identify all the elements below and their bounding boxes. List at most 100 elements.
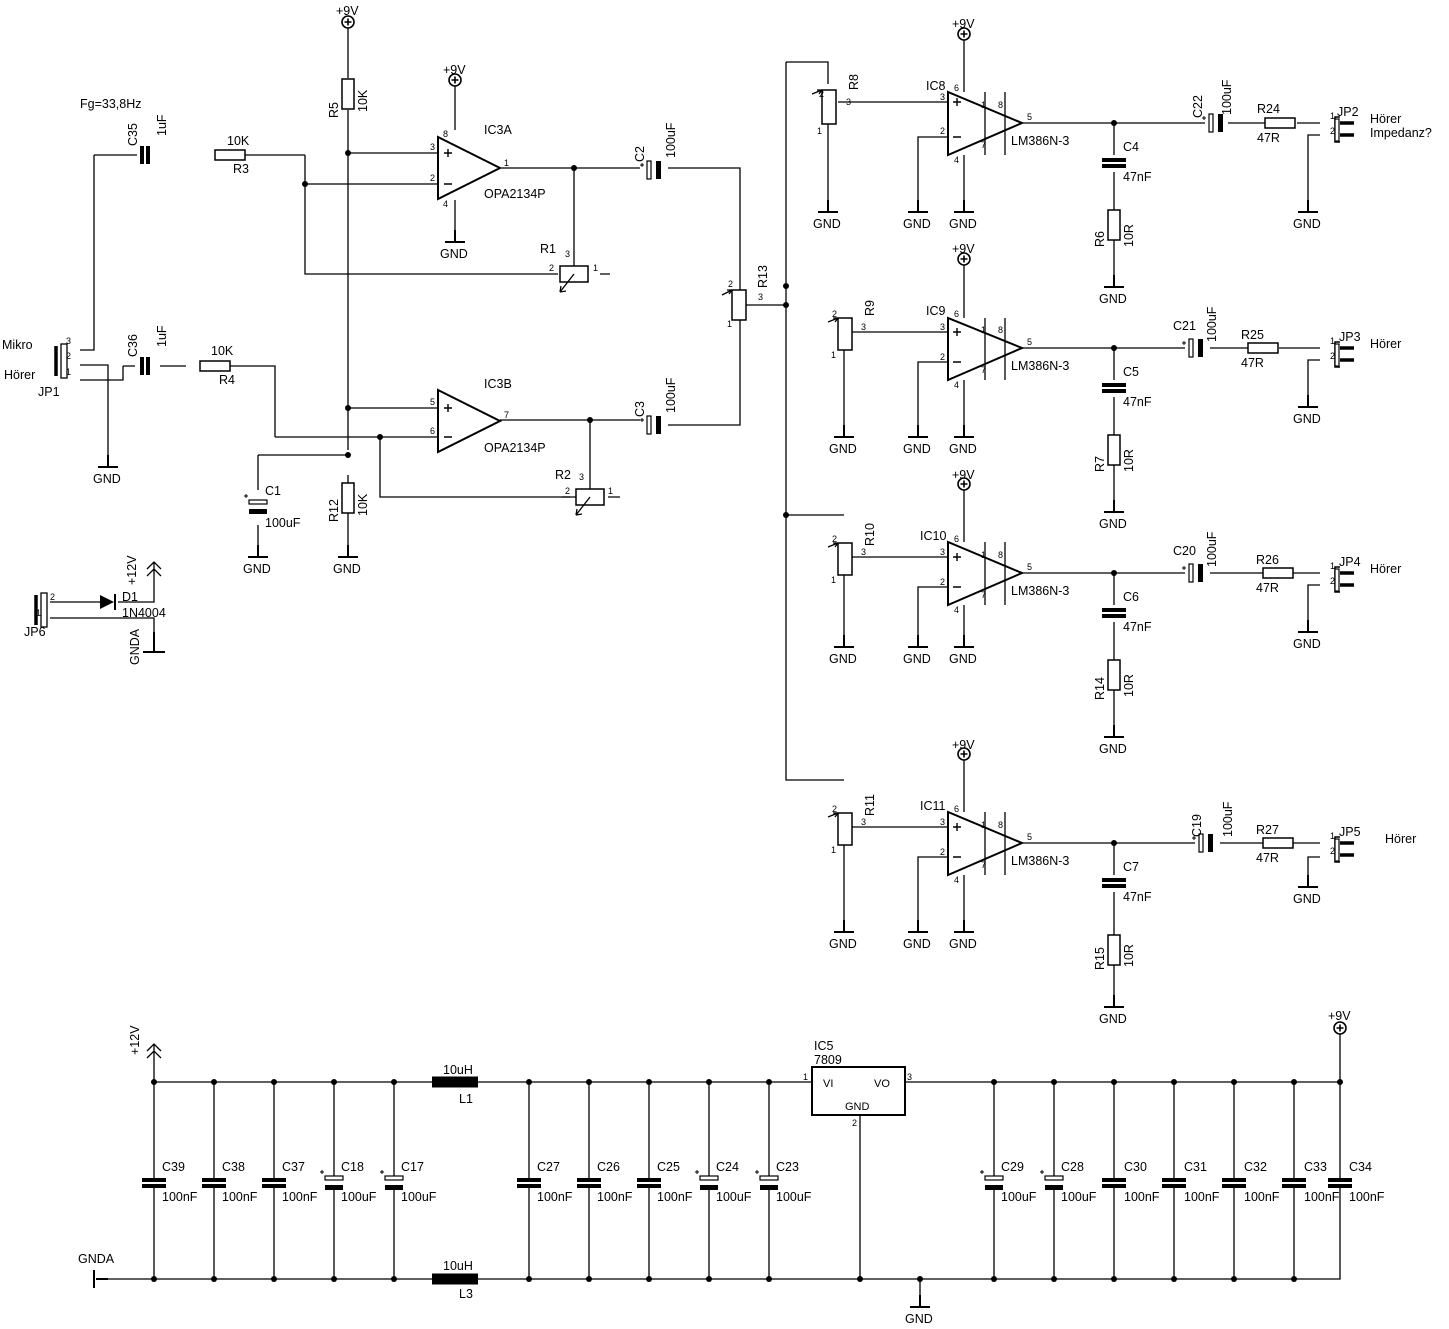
pin-number: 1 <box>66 367 71 377</box>
pin-number: 1 <box>831 845 836 855</box>
part-label: R12 <box>327 499 341 522</box>
value-label: 100uF <box>1220 79 1234 115</box>
pin-number: 2 <box>819 89 824 99</box>
gnd-label: GND <box>440 247 468 261</box>
gnd-label: GND <box>1099 742 1127 756</box>
pin-number: 1 <box>817 126 822 136</box>
gnd-label: GND <box>1099 517 1127 531</box>
value-label: 1uF <box>155 114 169 136</box>
gnd-label: GND <box>903 652 931 666</box>
part-label: R4 <box>219 373 235 387</box>
pin-number: 8 <box>998 325 1003 335</box>
part-label: C23 <box>776 1160 799 1174</box>
pin-number: 2 <box>832 534 837 544</box>
preamp-wires <box>80 36 786 545</box>
pin-number: 1 <box>981 325 986 335</box>
part-label: C25 <box>657 1160 680 1174</box>
amp-ic11 <box>947 810 1025 877</box>
cutoff-label: Fg=33,8Hz <box>80 97 142 111</box>
vcc-label: +9V <box>952 738 975 752</box>
pin-number: 4 <box>954 875 959 885</box>
text-labels: +9V +9V +9V +9V +9V +9V +9V +12V +12V GN… <box>2 4 1432 1326</box>
part-label: JP5 <box>1339 825 1361 839</box>
value-label: 100nF <box>282 1190 318 1204</box>
gnd-label: GND <box>949 937 977 951</box>
value-label: 100nF <box>1304 1190 1340 1204</box>
pin-number: 5 <box>1027 112 1032 122</box>
pin-number: 7 <box>504 410 509 420</box>
part-label: R11 <box>863 794 877 816</box>
value-label: 10K <box>356 493 370 516</box>
pin-number: 1 <box>981 820 986 830</box>
pin-number: 2 <box>549 263 554 273</box>
part-label: R24 <box>1257 102 1280 116</box>
pin-number: 3 <box>579 472 584 482</box>
pin-number: 6 <box>954 309 959 319</box>
part-label: C33 <box>1304 1160 1327 1174</box>
gnd-label: GND <box>1293 892 1321 906</box>
part-label: C24 <box>716 1160 739 1174</box>
gnd-label: GND <box>1293 217 1321 231</box>
part-label: IC3B <box>484 377 512 391</box>
part-label: R2 <box>555 468 571 482</box>
vcc-label: +9V <box>443 63 466 77</box>
amp-ic10 <box>947 540 1025 607</box>
part-label: C26 <box>597 1160 620 1174</box>
gnd-label: GND <box>813 217 841 231</box>
vcc-label: +9V <box>952 242 975 256</box>
part-label: R3 <box>233 162 249 176</box>
value-label: 100uF <box>716 1190 752 1204</box>
pin-number: 4 <box>954 155 959 165</box>
value-label: 100uF <box>1061 1190 1097 1204</box>
pin-number: 2 <box>1330 351 1335 361</box>
pin-number: 2 <box>728 279 733 289</box>
part-label: C20 <box>1173 544 1196 558</box>
part-label: L1 <box>459 1092 473 1106</box>
gnd-label: GND <box>1099 1012 1127 1026</box>
part-label: C1 <box>265 484 281 498</box>
hoerer-label: Hörer <box>1370 337 1401 351</box>
part-label: C31 <box>1184 1160 1207 1174</box>
vcc-label: +9V <box>952 17 975 31</box>
part-label: C37 <box>282 1160 305 1174</box>
gnda-label: GNDA <box>78 1252 115 1266</box>
value-label: 100uF <box>1221 801 1235 837</box>
gnd-label: GND <box>829 937 857 951</box>
value-label: 100uF <box>341 1190 377 1204</box>
pin-number: 1 <box>1330 831 1335 841</box>
pin-number: 1 <box>981 550 986 560</box>
part-label: C22 <box>1191 95 1205 118</box>
pin-number: 1 <box>981 100 986 110</box>
gnd-label: GND <box>829 652 857 666</box>
value-label: 10R <box>1122 944 1136 967</box>
pin-number: 7 <box>981 365 986 375</box>
part-label: C19 <box>1190 814 1204 837</box>
pin-number: 3 <box>861 817 866 827</box>
value-label: 10K <box>227 134 250 148</box>
hoerer-label: Hörer <box>1370 562 1401 576</box>
part-label: R6 <box>1093 231 1107 247</box>
part-label: C7 <box>1123 860 1139 874</box>
value-label: OPA2134P <box>484 441 546 455</box>
vcc-label: +9V <box>1328 1009 1351 1023</box>
pin-number: 3 <box>940 817 945 827</box>
output-wires <box>785 48 1320 995</box>
gnd-label: GND <box>845 1101 870 1113</box>
pin-number: 2 <box>940 352 945 362</box>
pin-number: 5 <box>430 397 435 407</box>
part-label: C21 <box>1173 319 1196 333</box>
value-label: LM386N-3 <box>1011 134 1069 148</box>
pin-number: 2 <box>430 173 435 183</box>
part-label: R5 <box>327 102 341 118</box>
pin-number: 5 <box>1027 337 1032 347</box>
value-label: 100nF <box>1124 1190 1160 1204</box>
gnd-label: GND <box>949 442 977 456</box>
part-label: R26 <box>1256 553 1279 567</box>
vcc12-label: +12V <box>128 1025 142 1055</box>
part-label: R27 <box>1256 823 1279 837</box>
pin-number: 3 <box>861 547 866 557</box>
part-label: JP3 <box>1339 330 1361 344</box>
value-label: 100nF <box>1349 1190 1385 1204</box>
pin-number: 2 <box>940 126 945 136</box>
